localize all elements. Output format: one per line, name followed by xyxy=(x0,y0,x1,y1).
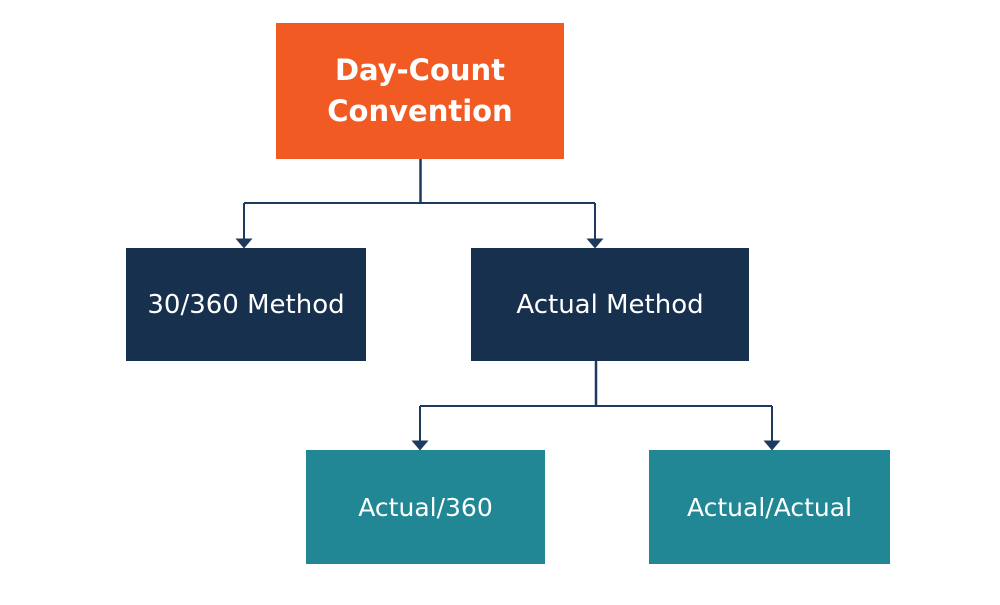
node-actual-method: Actual Method xyxy=(471,248,749,361)
node-actual-actual-label: Actual/Actual xyxy=(686,492,853,522)
arrowhead-to-actual xyxy=(586,238,604,249)
arrowhead-to-30360 xyxy=(235,238,253,249)
node-day-count-convention: Day-Count Convention xyxy=(276,23,564,159)
node-actual-method-label: Actual Method xyxy=(516,289,704,320)
node-actual-360: Actual/360 xyxy=(306,450,545,564)
node-actual-actual: Actual/Actual xyxy=(649,450,890,564)
node-day-count-convention-label: Day-Count Convention xyxy=(327,52,513,128)
node-30-360-method: 30/360 Method xyxy=(126,248,366,361)
arrowhead-to-act360 xyxy=(411,440,429,451)
node-30-360-method-label: 30/360 Method xyxy=(147,289,345,320)
arrowhead-to-actact xyxy=(763,440,781,451)
node-actual-360-label: Actual/360 xyxy=(358,492,493,522)
